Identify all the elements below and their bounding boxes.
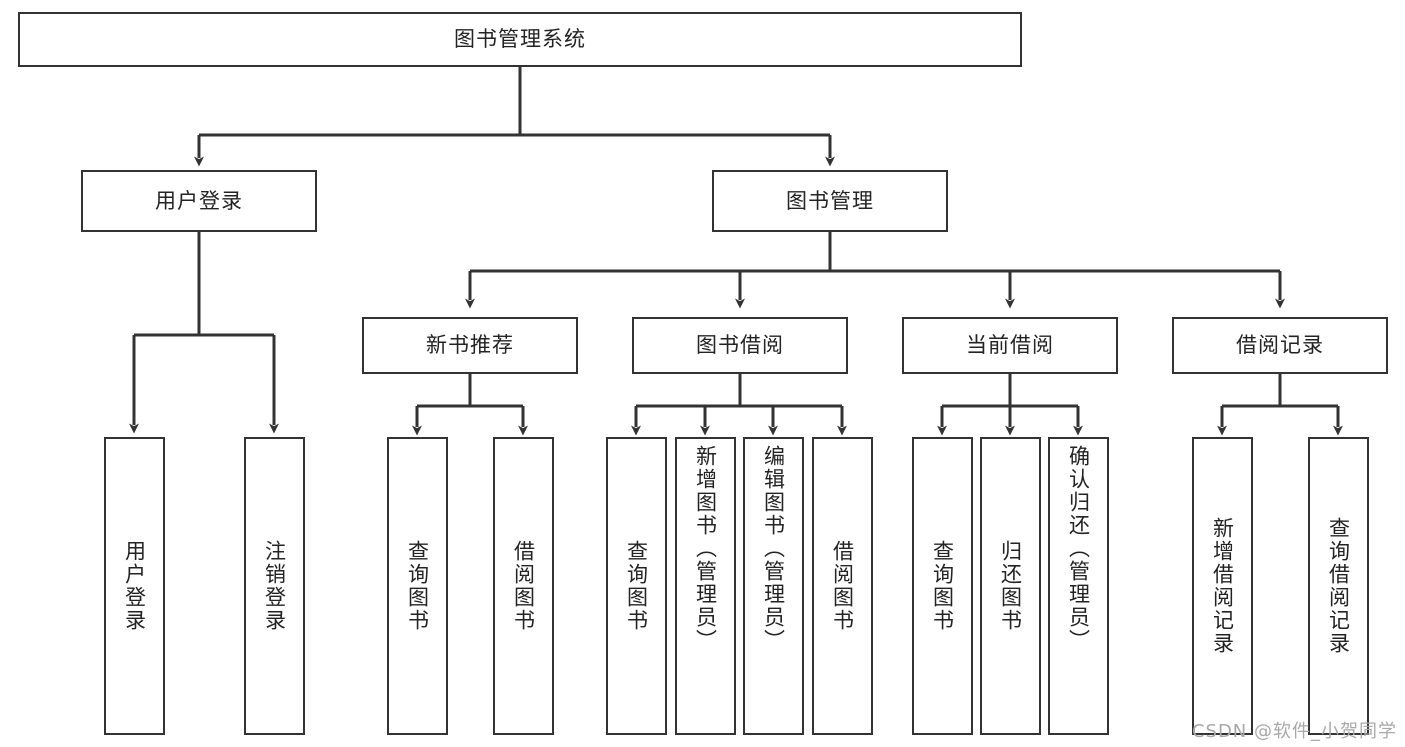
node-leaf-query-book-recommend[interactable]: 查询图书 — [387, 437, 448, 735]
node-new-book-recommend[interactable]: 新书推荐 — [362, 317, 578, 374]
node-label: 图书管理系统 — [454, 27, 586, 52]
node-leaf-add-borrow-record[interactable]: 新增借阅记录 — [1192, 437, 1253, 735]
node-leaf-query-book-current[interactable]: 查询图书 — [912, 437, 973, 735]
node-label: 确认归还（管理员） — [1066, 445, 1091, 652]
node-leaf-query-book-borrow[interactable]: 查询图书 — [606, 437, 667, 735]
node-leaf-confirm-return-admin[interactable]: 确认归还（管理员） — [1048, 437, 1109, 735]
node-leaf-edit-book-admin[interactable]: 编辑图书（管理员） — [743, 437, 804, 735]
node-label: 新书推荐 — [426, 333, 514, 358]
node-leaf-return-book[interactable]: 归还图书 — [980, 437, 1041, 735]
node-label: 查询图书 — [624, 540, 649, 632]
node-book-management[interactable]: 图书管理 — [712, 170, 948, 232]
node-book-borrow[interactable]: 图书借阅 — [632, 317, 848, 374]
node-label: 编辑图书（管理员） — [761, 445, 786, 652]
node-label: 查询图书 — [930, 540, 955, 632]
node-leaf-user-login[interactable]: 用户登录 — [104, 437, 165, 735]
node-label: 图书借阅 — [696, 333, 784, 358]
node-label: 图书管理 — [786, 188, 874, 213]
node-label: 借阅图书 — [830, 540, 855, 632]
node-label: 当前借阅 — [966, 333, 1054, 358]
node-label: 借阅图书 — [511, 540, 536, 632]
node-label: 新增借阅记录 — [1210, 517, 1235, 655]
node-user-login[interactable]: 用户登录 — [81, 170, 317, 232]
node-label: 注销登录 — [262, 540, 287, 632]
node-label: 新增图书（管理员） — [693, 445, 718, 652]
node-leaf-borrow-book[interactable]: 借阅图书 — [812, 437, 873, 735]
node-label: 借阅记录 — [1236, 333, 1324, 358]
node-label: 用户登录 — [122, 540, 147, 632]
node-label: 查询借阅记录 — [1326, 517, 1351, 655]
node-label: 查询图书 — [405, 540, 430, 632]
node-leaf-logout[interactable]: 注销登录 — [244, 437, 305, 735]
node-borrow-record[interactable]: 借阅记录 — [1172, 317, 1388, 374]
node-leaf-borrow-book-recommend[interactable]: 借阅图书 — [493, 437, 554, 735]
node-leaf-add-book-admin[interactable]: 新增图书（管理员） — [675, 437, 736, 735]
node-label: 归还图书 — [998, 540, 1023, 632]
node-label: 用户登录 — [155, 188, 243, 213]
node-leaf-query-borrow-record[interactable]: 查询借阅记录 — [1308, 437, 1369, 735]
node-root-system[interactable]: 图书管理系统 — [18, 12, 1022, 67]
node-current-borrow[interactable]: 当前借阅 — [902, 317, 1118, 374]
